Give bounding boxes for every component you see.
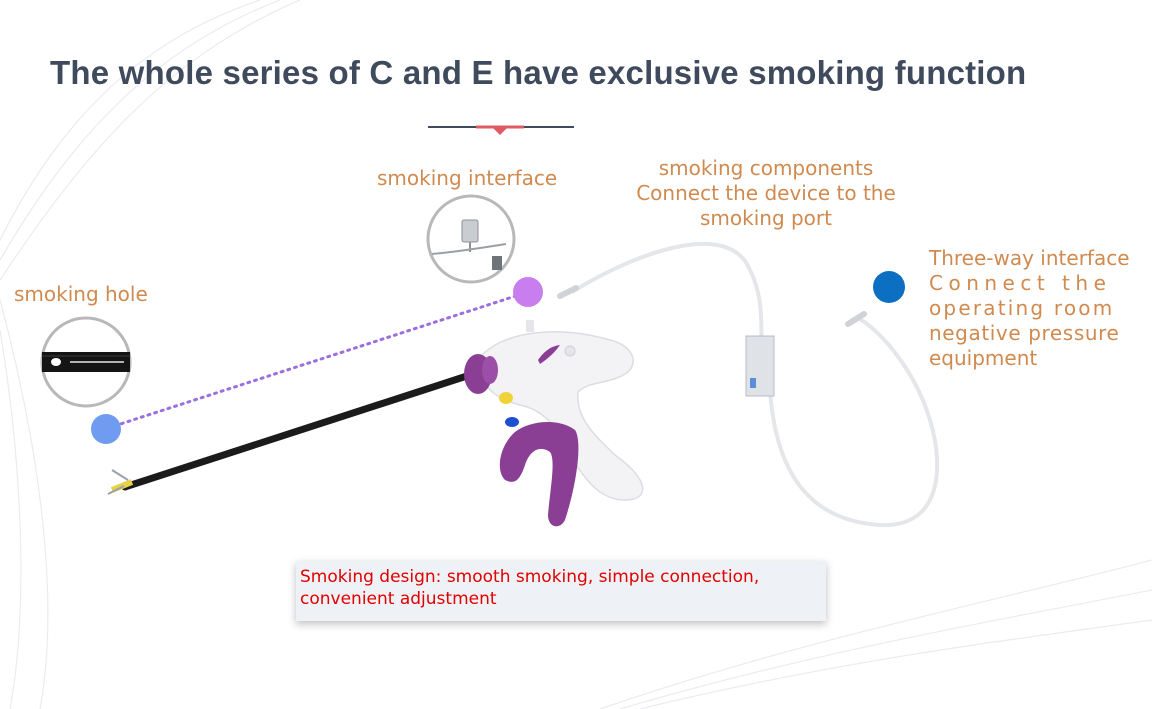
caption-line1: Smoking design: smooth smoking, simple c… — [300, 567, 760, 587]
handpiece-body — [477, 331, 644, 501]
label-smoking-components-line3: smoking port — [699, 206, 832, 230]
label-three-way-line2: operating room — [929, 296, 1115, 320]
label-three-way-line3: negative pressure — [929, 321, 1120, 345]
label-three-way-heading: Three-way interface — [929, 246, 1130, 270]
label-three-way-interface: Three-way interface Connect the operatin… — [929, 246, 1132, 371]
label-smoking-components-line2: Connect the device to the — [636, 181, 896, 205]
caption-line2: convenient adjustment — [300, 589, 497, 609]
title-divider — [428, 125, 574, 135]
dot-smoking-interface — [513, 277, 543, 307]
instrument-shaft — [121, 371, 474, 491]
dot-smoking-hole — [91, 414, 121, 444]
label-three-way-line4: equipment — [929, 346, 1038, 370]
label-smoking-interface: smoking interface — [377, 166, 558, 190]
caption-box — [296, 561, 826, 621]
dotted-connector — [106, 290, 530, 430]
label-three-way-line1: Connect the — [929, 271, 1112, 295]
smoking-interface-inset — [426, 194, 516, 284]
label-smoking-components: smoking components Connect the device to… — [626, 156, 906, 231]
label-smoking-hole: smoking hole — [14, 282, 148, 306]
trigger — [499, 421, 579, 527]
dot-three-way-interface — [873, 271, 905, 303]
page-title: The whole series of C and E have exclusi… — [50, 54, 1027, 91]
smoking-hole-inset — [40, 316, 132, 408]
caption-text: Smoking design: smooth smoking, simple c… — [300, 566, 820, 610]
smoke-tube — [570, 241, 764, 346]
label-smoking-components-line1: smoking components — [658, 156, 874, 180]
